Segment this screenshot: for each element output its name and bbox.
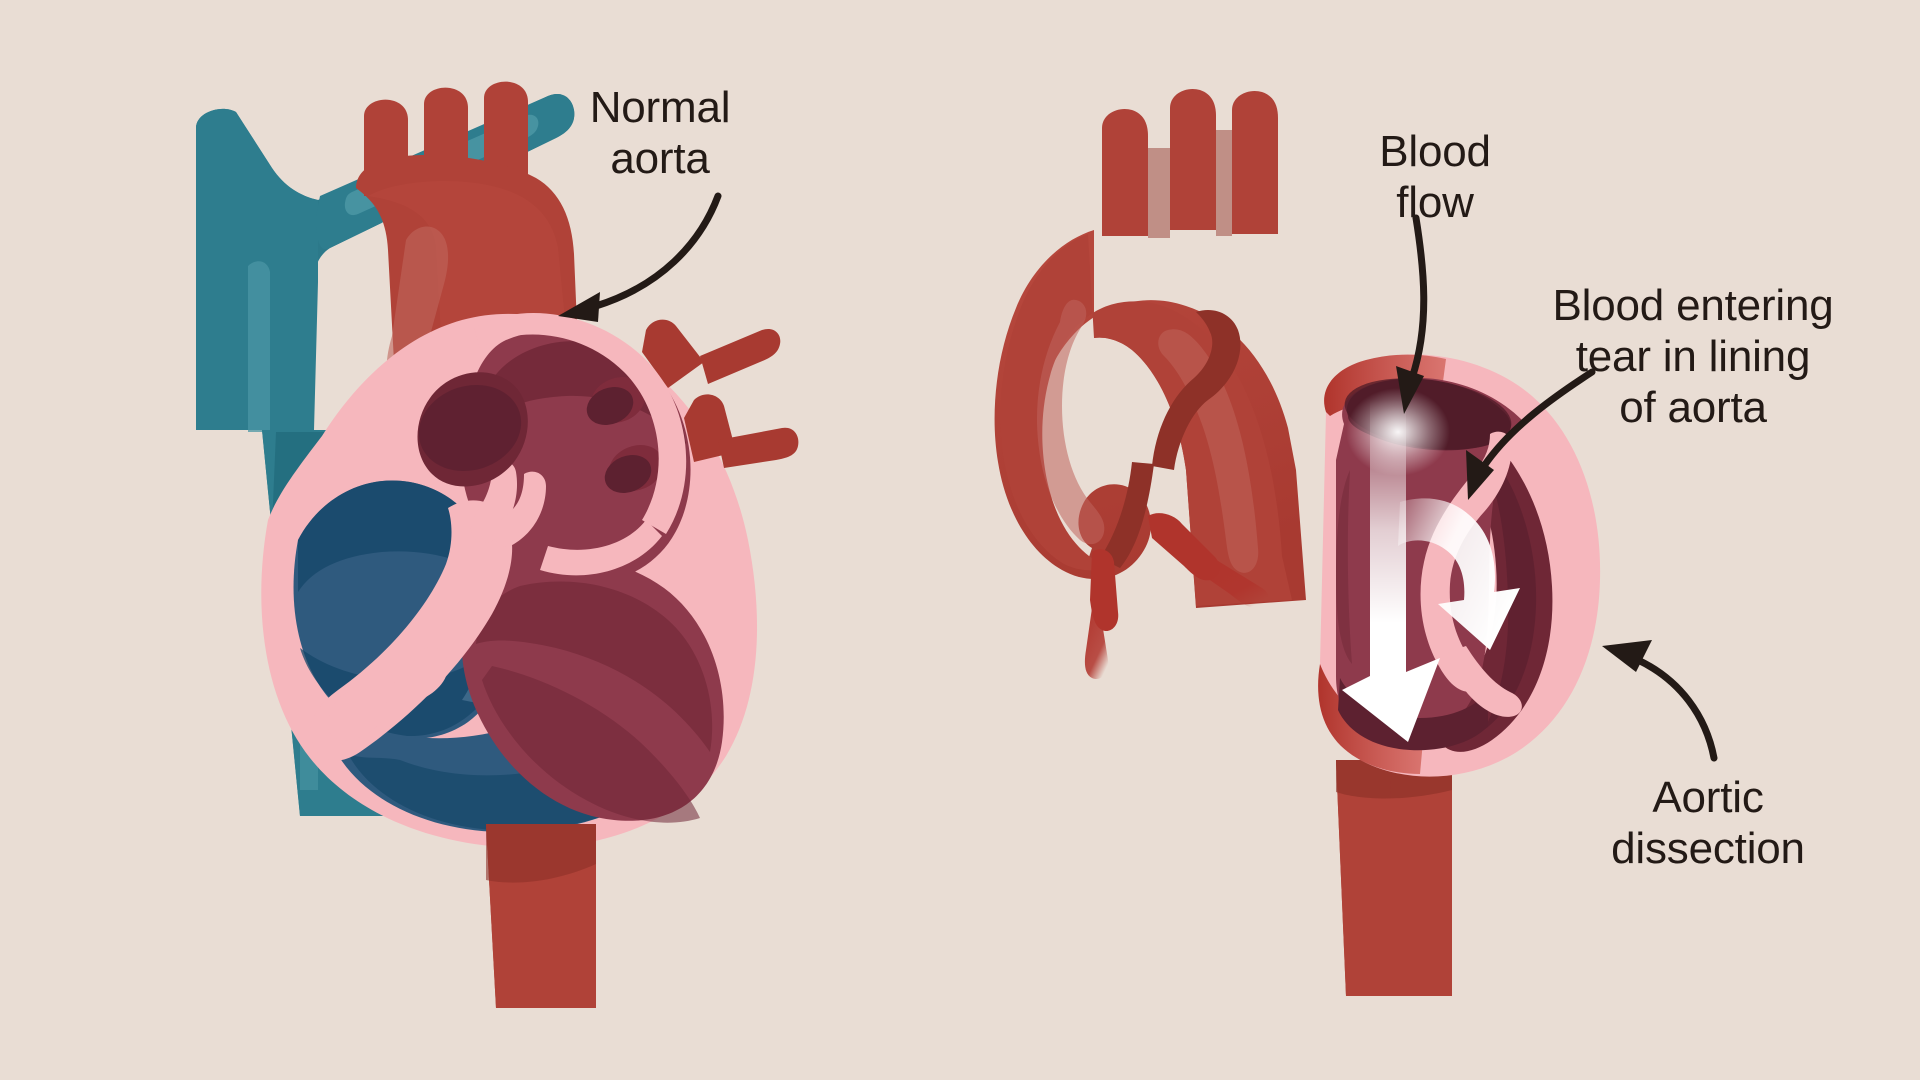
- normal-aorta-leader: [558, 192, 722, 322]
- blood-flow-leader: [1396, 214, 1428, 414]
- aortic-arch: [994, 230, 1306, 680]
- panel-aortic-dissection: [994, 88, 1718, 996]
- arch-branch-vessels: [1102, 88, 1278, 238]
- label-blood-entering-tear: Blood entering tear in lining of aorta: [1552, 281, 1834, 433]
- left-ventricle: [461, 554, 724, 823]
- label-aortic-dissection: Aortic dissection: [1611, 773, 1805, 874]
- heart-valves: [328, 461, 546, 741]
- blood-flow-arrows: [1342, 388, 1520, 742]
- label-blood-flow: Blood flow: [1379, 127, 1491, 228]
- descending-aorta-right: [1336, 760, 1452, 996]
- pulmonary-veins: [642, 319, 799, 468]
- panel-normal-heart: [196, 81, 799, 1008]
- aortic-root-ring: [474, 313, 687, 576]
- tear-leader: [1466, 368, 1596, 500]
- chamber-openings: [417, 372, 528, 487]
- false-lumen: [1436, 411, 1553, 752]
- descending-aorta: [486, 824, 596, 1008]
- label-normal-aorta: Normal aorta: [589, 83, 731, 184]
- dissection-leader: [1602, 640, 1718, 762]
